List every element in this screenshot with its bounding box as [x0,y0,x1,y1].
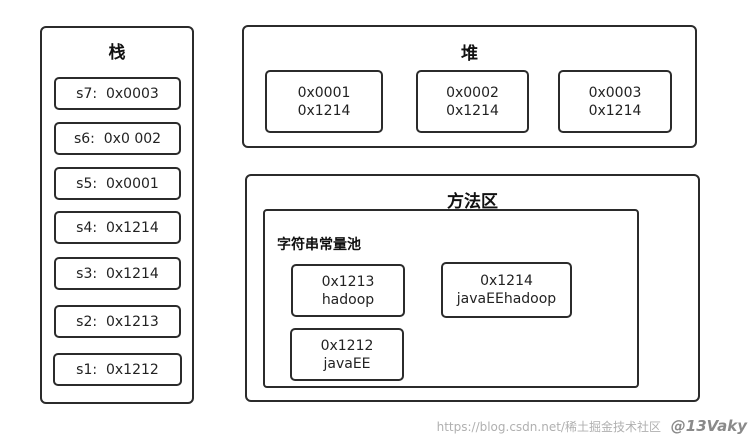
string-pool-title: 字符串常量池 [277,237,361,253]
heap-object-reference: 0x1214 [446,102,499,119]
stack-cell-s4: s4: 0x1214 [54,211,181,244]
heap-panel: 堆 0x0001 0x1214 0x0002 0x1214 0x0003 0x1… [242,25,697,148]
heap-object-address: 0x0002 [446,84,499,101]
pool-entry-address: 0x1212 [320,337,374,354]
heap-object-address: 0x0003 [588,84,642,101]
heap-object-reference: 0x1214 [297,102,351,119]
pool-entry-address: 0x1213 [321,273,375,290]
heap-object-reference: 0x1214 [588,102,642,119]
watermark-text: https://blog.csdn.net/稀土掘金技术社区 [436,420,661,434]
stack-cell-s2: s2: 0x1213 [54,305,181,338]
pool-entry-javaeehadoop: 0x1214 javaEEhadoop [441,262,572,318]
stack-cell-label: s3: 0x1214 [76,265,159,282]
pool-entry-value: javaEE [323,355,371,372]
heap-object-1: 0x0001 0x1214 [265,70,383,133]
stack-cell-s1: s1: 0x1212 [53,353,182,386]
string-pool-panel: 字符串常量池 0x1213 hadoop 0x1214 javaEEhadoop… [263,209,639,388]
pool-entry-javaee: 0x1212 javaEE [290,328,404,381]
stack-cell-label: s6: 0x0 002 [73,130,162,147]
heap-object-address: 0x0001 [297,84,351,101]
stack-panel: 栈 s7: 0x0003 s6: 0x0 002 s5: 0x0001 s4: … [40,26,194,404]
stack-cell-s6: s6: 0x0 002 [54,122,181,155]
heap-object-3: 0x0003 0x1214 [558,70,672,133]
stack-cell-s7: s7: 0x0003 [54,77,181,110]
stack-cell-label: s4: 0x1214 [76,219,159,236]
pool-entry-hadoop: 0x1213 hadoop [291,264,405,317]
watermark: https://blog.csdn.net/稀土掘金技术社区 @13Vaky [437,417,747,435]
method-area-title: 方法区 [447,192,498,212]
pool-entry-address: 0x1214 [480,273,533,289]
stack-cell-label: s7: 0x0003 [76,85,159,102]
stack-cell-label: s5: 0x0001 [76,175,159,192]
stack-cell-s3: s3: 0x1214 [54,257,181,290]
heap-object-2: 0x0002 0x1214 [416,70,529,133]
watermark-brand: @13Vaky [670,417,747,435]
stack-title: 栈 [108,43,126,63]
pool-entry-value: javaEEhadoop [456,291,557,307]
heap-title: 堆 [461,44,478,64]
pool-entry-value: hadoop [321,291,375,308]
stack-cell-s5: s5: 0x0001 [54,167,181,200]
method-area-panel: 方法区 字符串常量池 0x1213 hadoop 0x1214 javaEEha… [245,174,700,402]
stack-cell-label: s2: 0x1213 [76,313,159,330]
stack-cell-label: s1: 0x1212 [76,361,159,378]
